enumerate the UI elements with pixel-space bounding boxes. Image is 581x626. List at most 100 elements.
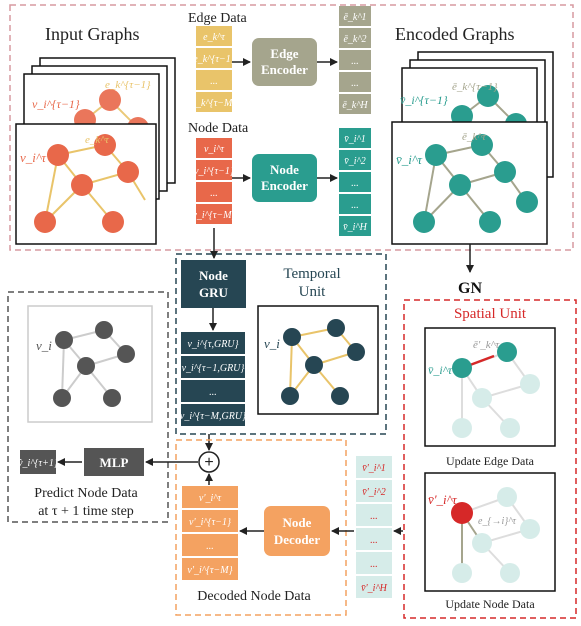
prediction-caption-1: Predict Node Data [34,486,138,501]
spatial-output-label: ... [370,511,378,522]
spatial-output-cell [356,504,392,526]
node-output-cell [339,194,371,214]
gru-output-label: v_i^{τ−M,GRU} [180,411,246,422]
encoded-graphs-title: Encoded Graphs [395,24,514,44]
edge-output-cell [339,72,371,92]
node-input-cell [196,182,232,202]
node-output-cell [339,128,371,148]
decoder-output-label: v'_i^{τ−1} [189,517,231,528]
node-output-cell [339,172,371,192]
encoded-front-graph [413,134,538,233]
edge-input-cell [196,70,232,90]
prediction-output-box: v̂_i^{τ+1} [18,450,58,474]
spatial-output-cell [356,456,392,478]
node-encoder-line2: Encoder [261,178,308,193]
spatial-output-cell [356,576,392,598]
encoded-edge-label: ē_k^τ [462,131,487,143]
spatial-output-label: v̄'_i^2 [362,487,386,498]
input-edge-label: e_k^τ [85,134,110,146]
edge-input-cell [196,48,232,68]
node-input-cell [196,138,232,158]
spatial-output-label: ... [370,535,378,546]
node-input-label: v_i^{τ−1} [194,166,234,177]
edge-output-label: ē_k^1 [343,12,366,23]
node-output-label: v̄_i^2 [344,156,365,167]
gru-output-label: ... [209,387,217,398]
input-node-label-back: v_i^{τ−1} [32,97,80,111]
decoder-output-label: v'_i^{τ−M} [187,565,232,576]
spatial-output-label: v̄'_i^1 [362,463,386,474]
node-input-label: v_i^{τ−M} [192,210,235,221]
temporal-unit-title-2: Unit [299,284,327,300]
encoded-node-label-back: v̄_i^{τ−1} [400,93,448,107]
edge-output-label: ē_k^2 [343,34,366,45]
input-front-graph [34,134,146,233]
prediction-node-label: v_i [36,338,52,353]
gru-output-label: v_i^{τ,GRU} [187,339,238,350]
node-output-column: v̄_i^1v̄_i^2......v̄_i^H [339,128,371,236]
prediction-caption-2: at τ + 1 time step [38,504,134,519]
edge-input-cell [196,26,232,46]
input-node-label: v_i^τ [20,150,47,165]
node-output-label: v̄_i^H [343,222,367,233]
encoded-edge-label-back: ē_k^{τ−1} [452,81,498,93]
gru-output-column: v_i^{τ,GRU} v_i^{τ−1,GRU}... v_i^{τ−M,GRU} [180,332,246,426]
input-graphs-title: Input Graphs [45,24,139,44]
edge-output-label: ... [351,78,359,89]
decoder-output-cell [182,534,238,556]
edge-input-label: e_k^τ [203,32,225,43]
update-edge-panel: ē'_k^τ v̄_i^τ [424,327,556,447]
edge-output-label: ē_k^H [342,100,368,111]
plus-icon: + [204,454,213,471]
prediction-region [7,291,169,523]
node-decoder-block: Node Decoder [264,506,330,556]
edge-output-label: ... [351,56,359,67]
edge-encoder-line1: Edge [270,46,298,61]
edge-output-cell [339,6,371,26]
edge-data-title: Edge Data [188,11,247,26]
decoder-output-label: ... [206,541,214,552]
spatial-output-label: v̄'_i^H [361,583,388,594]
decoder-output-cell [182,558,238,580]
spatial-output-cell [356,480,392,502]
node-decoder-line2: Decoder [274,532,320,547]
node-decoder-line1: Node [283,515,312,530]
edge-input-cell [196,92,232,112]
spatial-output-column: v̄'_i^1 v̄'_i^2......... v̄'_i^H [356,456,392,598]
node-input-label: ... [210,188,218,199]
edge-output-column: ē_k^1 ē_k^2...... ē_k^H [339,6,371,114]
gru-output-cell [181,404,245,426]
prediction-output-label: v̂_i^{τ+1} [18,458,58,469]
node-output-cell [339,216,371,236]
node-encoder: Node Encoder [252,154,317,202]
mlp-block: MLP [84,448,144,476]
node-encoder-line1: Node [270,162,299,177]
decoder-output-column: v'_i^τv'_i^{τ−1}...v'_i^{τ−M} [182,486,238,580]
gru-output-label: v_i^{τ−1,GRU} [182,363,245,374]
decoder-output-cell [182,510,238,532]
node-data-title: Node Data [188,121,249,136]
spatial-node-label: v̄_i^τ [428,363,453,377]
spatial-edge-label-2: e_{→i}^τ [478,516,516,527]
temporal-graph-panel: v_i [257,305,379,415]
edge-encoder: Edge Encoder [252,38,317,86]
node-output-label: ... [351,200,359,211]
node-gru-block: Node GRU [181,260,246,308]
node-output-label: v̄_i^1 [344,134,365,145]
gru-output-cell [181,332,245,354]
spatial-unit-region [403,299,577,619]
node-input-cell [196,204,232,224]
node-gru-line2: GRU [199,285,229,300]
edge-output-cell [339,50,371,70]
edge-encoder-line2: Encoder [261,62,308,77]
edge-input-column: e_k^τe_k^{τ−1}...e_k^{τ−M} [192,26,236,112]
encoded-graph-stack: v̄_i^{τ−1} ē_k^{τ−1} v̄_i^τ ē_k^τ [391,51,554,245]
edge-input-label: e_k^{τ−1} [193,54,234,65]
update-node-panel: v̄'_i^τ e_{→i}^τ [424,472,556,592]
spatial-output-cell [356,552,392,574]
update-node-caption: Update Node Data [445,597,535,611]
node-input-cell [196,160,232,180]
spatial-output-label: ... [370,559,378,570]
decoder-region [175,439,347,616]
input-graph-stack: v_i^{τ−1} e_k^{τ−1} v_i^τ e_k^τ [15,57,176,245]
